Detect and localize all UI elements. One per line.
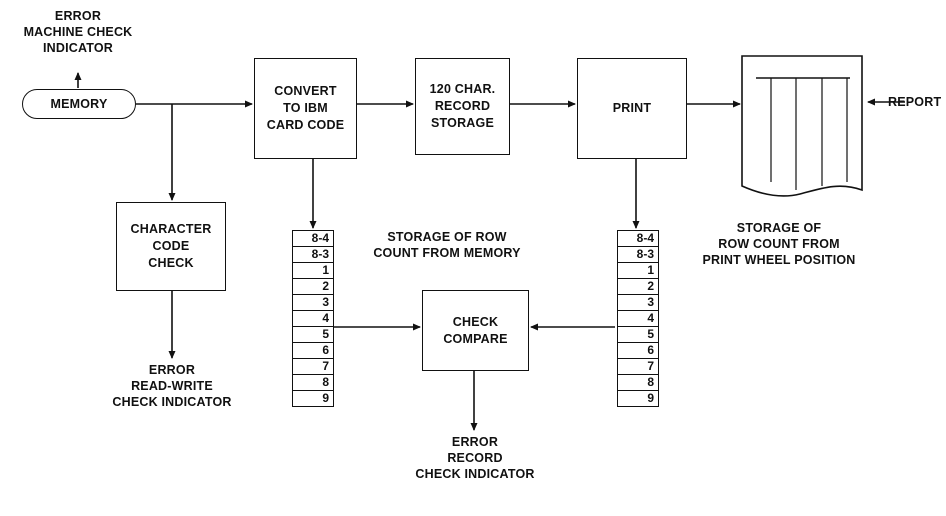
print-row-count-register: 8-4 8-3 1 2 3 4 5 6 7 8 9 xyxy=(617,230,659,407)
register-cell: 6 xyxy=(617,343,659,359)
check-compare-block: CHECK COMPARE xyxy=(422,290,529,371)
register-cell: 8 xyxy=(292,375,334,391)
record-check-indicator-label: ERROR RECORD CHECK INDICATOR xyxy=(403,434,547,482)
register-cell: 8-4 xyxy=(617,230,659,247)
check-compare-label: CHECK COMPARE xyxy=(443,314,507,348)
record-storage-block: 120 CHAR. RECORD STORAGE xyxy=(415,58,510,155)
register-cell: 8-3 xyxy=(292,247,334,263)
storage-row-count-print-label: STORAGE OF ROW COUNT FROM PRINT WHEEL PO… xyxy=(694,220,864,268)
register-cell: 1 xyxy=(292,263,334,279)
register-cell: 8-3 xyxy=(617,247,659,263)
record-storage-label: 120 CHAR. RECORD STORAGE xyxy=(430,81,496,132)
register-cell: 8-4 xyxy=(292,230,334,247)
register-cell: 2 xyxy=(617,279,659,295)
print-block: PRINT xyxy=(577,58,687,159)
register-cell: 3 xyxy=(292,295,334,311)
register-cell: 5 xyxy=(292,327,334,343)
character-code-check-label: CHARACTER CODE CHECK xyxy=(131,221,212,272)
character-code-check-block: CHARACTER CODE CHECK xyxy=(116,202,226,291)
register-cell: 3 xyxy=(617,295,659,311)
register-cell: 5 xyxy=(617,327,659,343)
memory-label: MEMORY xyxy=(51,96,108,113)
register-cell: 8 xyxy=(617,375,659,391)
machine-check-indicator-label: ERROR MACHINE CHECK INDICATOR xyxy=(14,8,142,56)
register-cell: 4 xyxy=(292,311,334,327)
register-cell: 6 xyxy=(292,343,334,359)
register-cell: 2 xyxy=(292,279,334,295)
memory-row-count-register: 8-4 8-3 1 2 3 4 5 6 7 8 9 xyxy=(292,230,334,407)
print-label: PRINT xyxy=(613,100,652,117)
storage-row-count-memory-label: STORAGE OF ROW COUNT FROM MEMORY xyxy=(362,229,532,261)
convert-label: CONVERT TO IBM CARD CODE xyxy=(267,83,345,134)
register-cell: 9 xyxy=(617,391,659,407)
register-cell: 7 xyxy=(292,359,334,375)
report-document-icon xyxy=(742,56,862,196)
register-cell: 1 xyxy=(617,263,659,279)
read-write-check-indicator-label: ERROR READ-WRITE CHECK INDICATOR xyxy=(100,362,244,410)
register-cell: 4 xyxy=(617,311,659,327)
memory-block: MEMORY xyxy=(22,89,136,119)
report-label: REPORT xyxy=(888,94,941,110)
register-cell: 9 xyxy=(292,391,334,407)
convert-block: CONVERT TO IBM CARD CODE xyxy=(254,58,357,159)
register-cell: 7 xyxy=(617,359,659,375)
